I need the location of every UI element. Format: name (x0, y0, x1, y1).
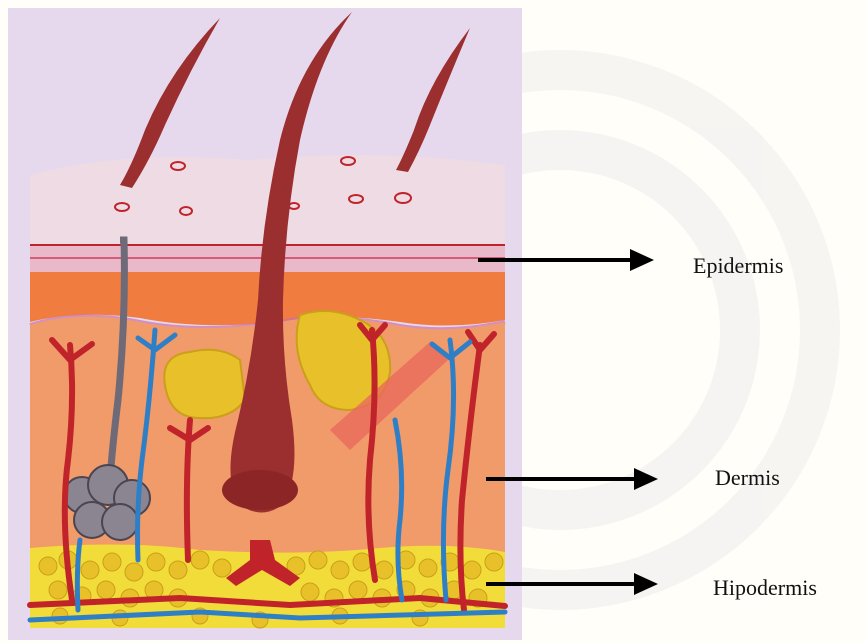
epidermis-label: Epidermis (693, 253, 783, 279)
dermis-label: Dermis (715, 465, 780, 491)
hair-bulb (222, 470, 298, 510)
hipodermis-label: Hipodermis (713, 575, 817, 601)
sebaceous-gland-left (164, 350, 245, 418)
epidermis-arrowhead (630, 249, 654, 271)
